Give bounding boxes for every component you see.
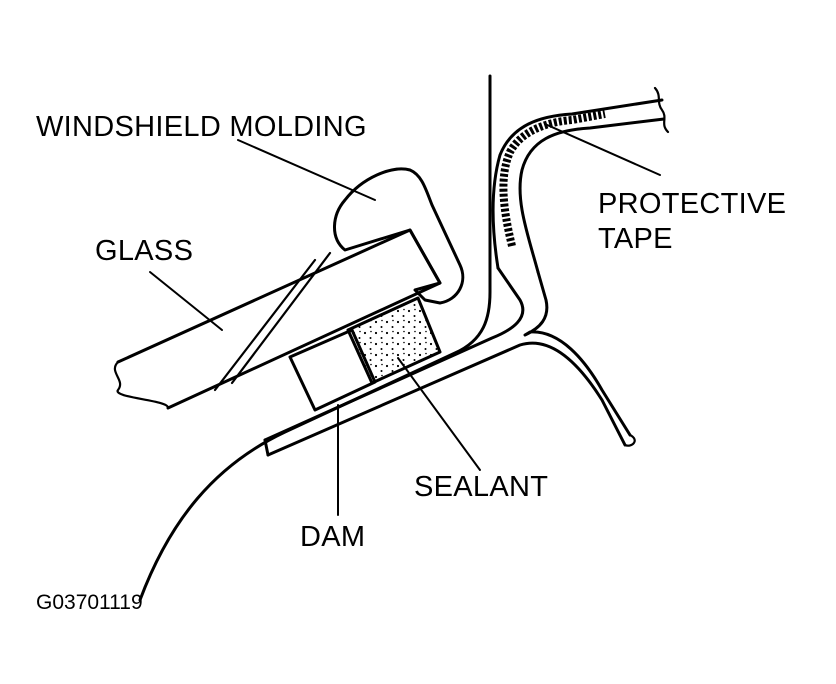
leader-sealant — [397, 357, 481, 471]
windshield-molding — [333, 167, 465, 305]
inner-flange-lower — [523, 270, 632, 437]
pinch-weld-lower — [266, 341, 627, 457]
inner-flange-upper — [263, 266, 525, 442]
roof-panel-inner-line — [491, 98, 664, 270]
label-protective-tape-line2: TAPE — [598, 223, 673, 255]
label-glass: GLASS — [95, 235, 193, 267]
glass-left-break — [113, 360, 170, 410]
label-windshield-molding: WINDSHIELD MOLDING — [36, 111, 367, 143]
figure-code: G03701119 — [36, 591, 143, 614]
label-sealant: SEALANT — [414, 471, 548, 503]
pinch-weld-end — [263, 438, 270, 457]
protective-tape — [499, 110, 606, 247]
sealant-block — [346, 296, 442, 385]
leader-protective-tape — [544, 123, 661, 176]
label-dam: DAM — [300, 521, 365, 553]
leader-windshield-molding — [237, 139, 376, 201]
roof-panel-break — [653, 86, 670, 134]
glass-hatch-2 — [230, 251, 332, 385]
right-break — [623, 433, 636, 447]
leader-glass — [149, 271, 223, 331]
glass-hatch-1 — [213, 258, 317, 392]
roof-panel-outer-line — [518, 117, 666, 274]
label-protective-tape-line1: PROTECTIVE — [598, 188, 786, 220]
